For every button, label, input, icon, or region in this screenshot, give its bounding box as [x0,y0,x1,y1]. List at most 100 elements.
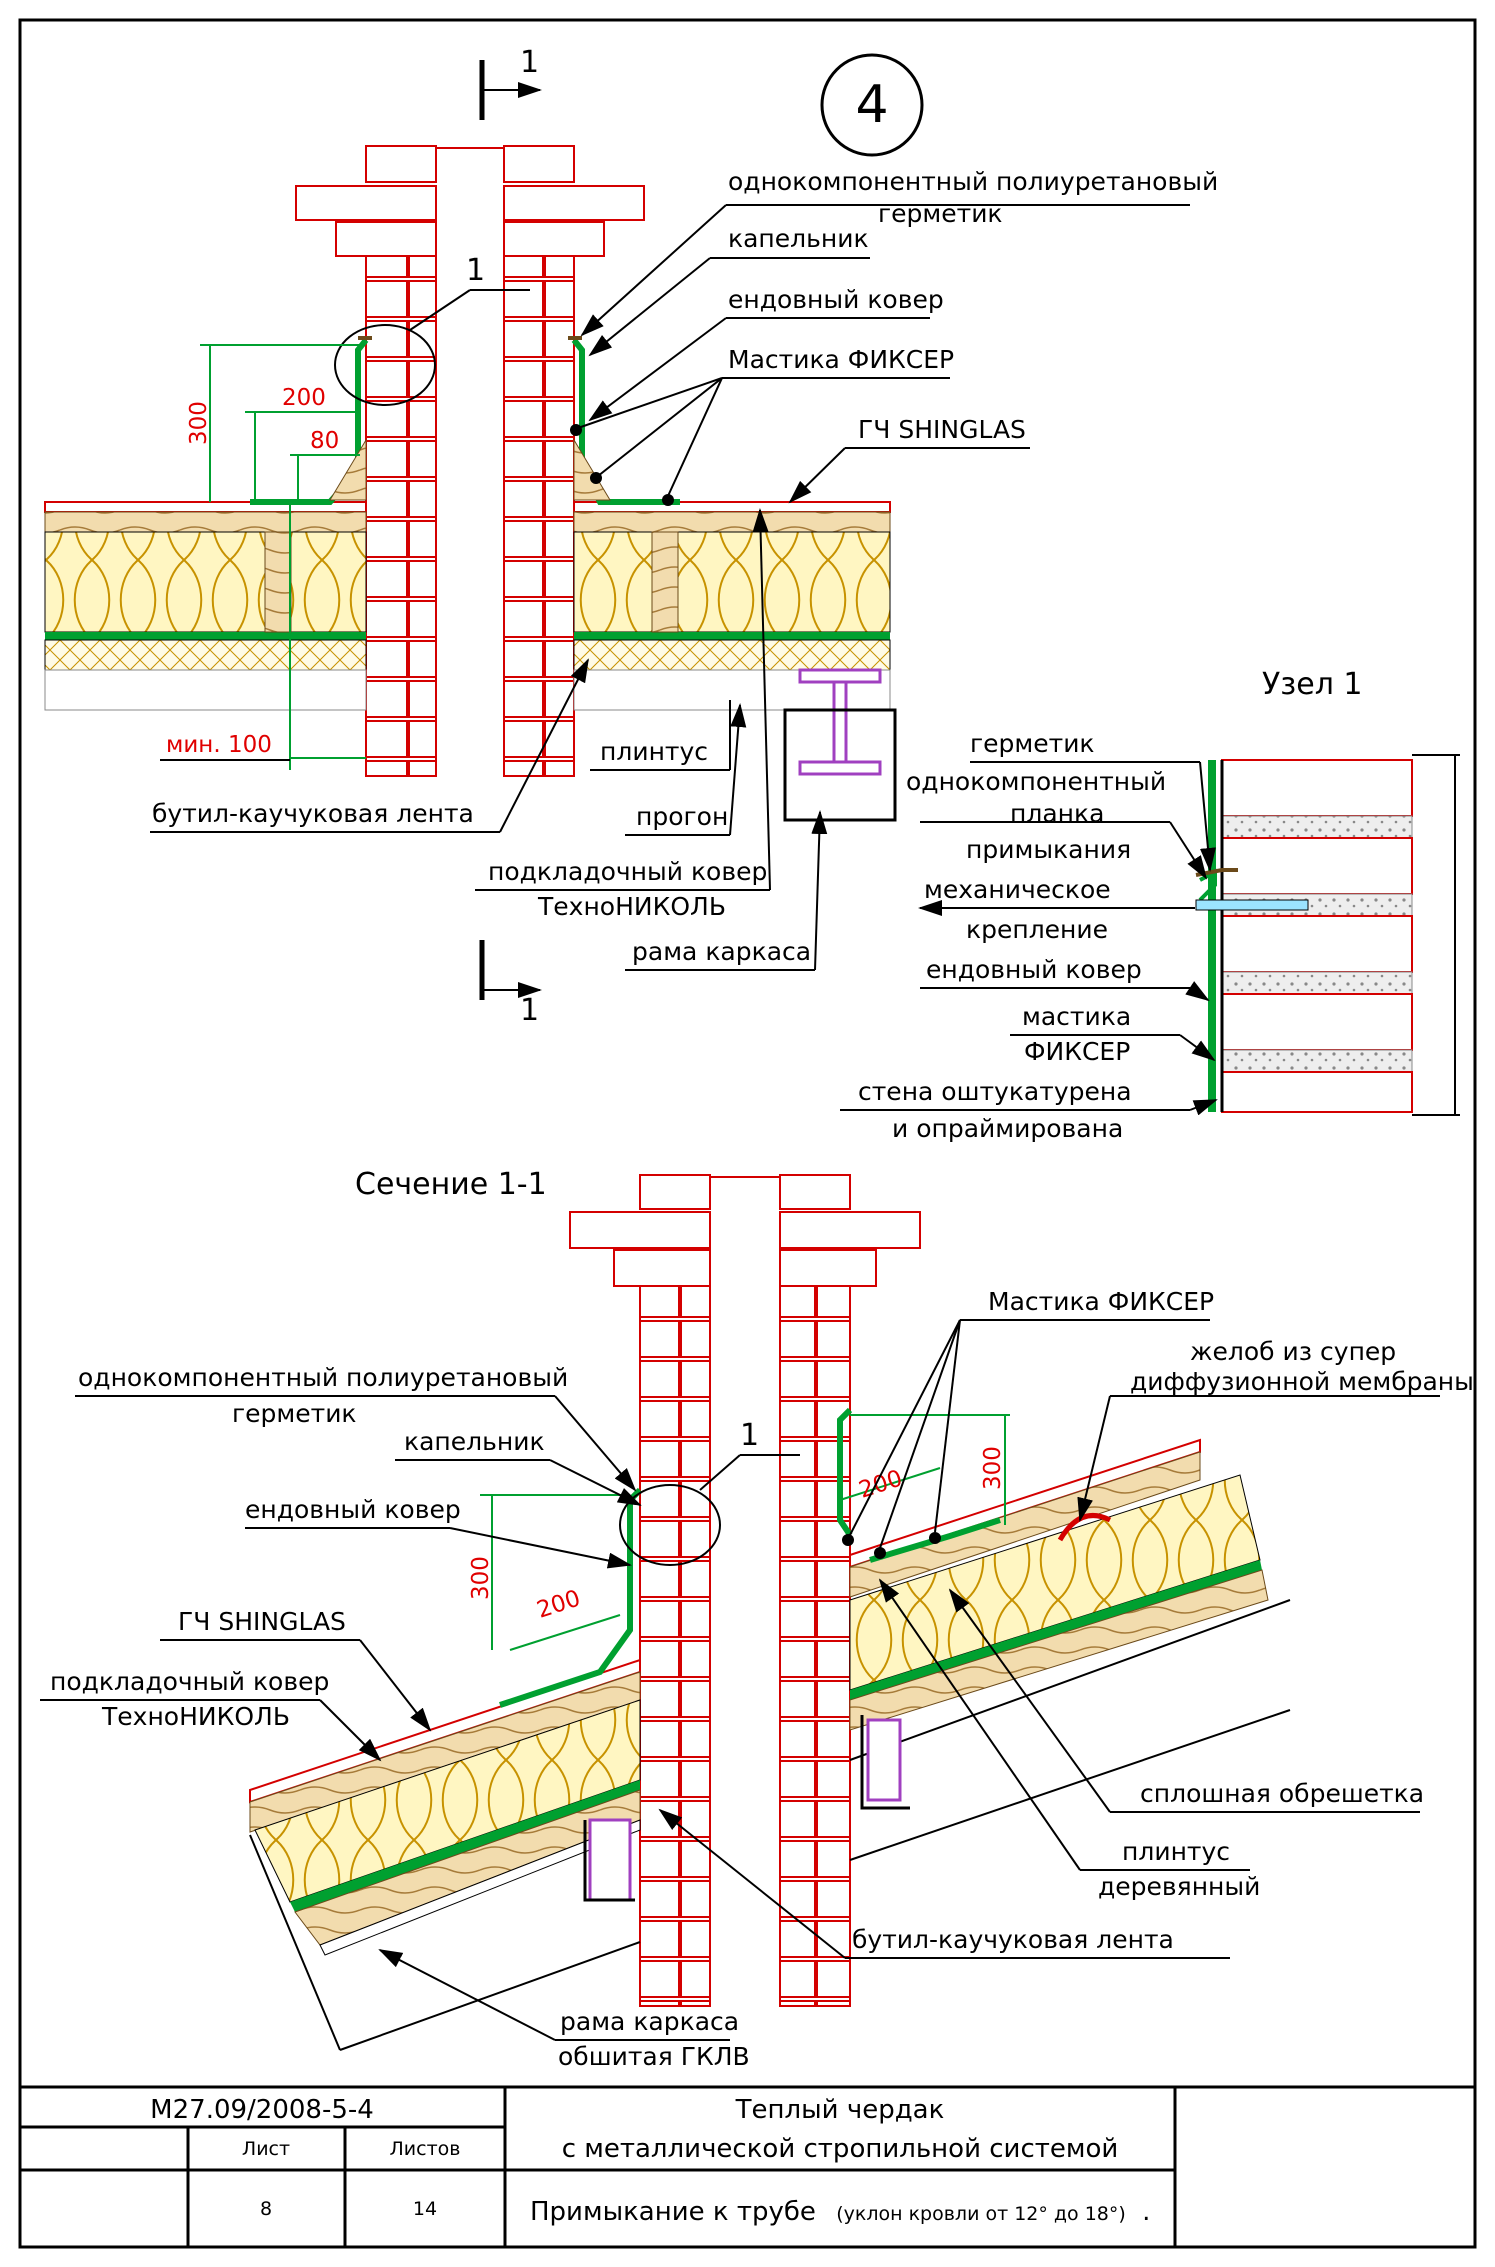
node1-title: Узел 1 [1262,667,1363,702]
node1-label-fix-1: механическое [924,875,1111,904]
node-number: 4 [855,75,888,135]
section-label-drip: капельник [404,1427,545,1456]
plan-label-shingles: ГЧ SHINGLAS [858,415,1026,444]
dim-300: 300 [186,401,212,445]
plan-label-underlay-1: подкладочный ковер [488,857,767,886]
section-ceiling-left [249,1834,341,2051]
section-label-decking: сплошная обрешетка [1140,1779,1424,1808]
section-label-gutter-1: желоб из супер [1190,1337,1396,1366]
cut-mark-top: 1 [479,45,542,120]
section-node1-ellipse [619,1484,721,1566]
tb-sheets: 14 [413,2198,437,2220]
node1-label-strip-2: планка [1010,799,1104,828]
section-label-gutter-2: диффузионной мембраны [1130,1367,1474,1396]
node1-brick-1 [1221,759,1413,817]
section-dim-left200: 200 [534,1585,584,1623]
plan-label-drip: капельник [728,224,869,253]
chimney-wall-right [503,255,575,777]
tb-subtitle-dot: . [1142,2197,1150,2227]
plan-leaders [150,204,1190,971]
plan-label-purlin: прогон [636,802,728,831]
section-label-frame-2: обшитая ГКЛВ [558,2042,750,2071]
section-roof-left [249,1658,641,1956]
plan-label-frame: рама каркаса [632,937,811,966]
section-roof-right [849,1438,1291,1810]
tb-sheet: 8 [260,2198,272,2220]
node1-label-mastic-2: ФИКСЕР [1024,1037,1130,1066]
plan-label-valley: ендовный ковер [728,285,944,314]
roof-left [44,501,367,711]
roof-right [573,501,897,822]
node1-reference-ellipse [334,324,436,406]
plan-label-plinth: плинтус [600,737,708,766]
node1-label-wall-1: стена оштукатурена [858,1077,1132,1106]
dim-min100: мин. 100 [166,732,272,758]
node1-mortar-4 [1221,1049,1413,1073]
node1-label-mastic-1: мастика [1022,1002,1131,1031]
sheet-frame [18,18,1477,2249]
plan-label-mastic: Мастика ФИКСЕР [728,345,954,374]
plan-label-sealant-1: однокомпонентный полиуретановый [728,167,1218,196]
plan-detail: 4 1 1 [44,45,1218,1028]
node1-label-sealant: герметик [970,729,1095,758]
node1-label-strip-1: однокомпонентный [906,767,1166,796]
node1-label-strip-3: примыкания [966,835,1131,864]
tb-subtitle: Примыкание к трубе (уклон кровли от 12° … [530,2197,1150,2227]
section-node1-label: 1 [740,1418,759,1453]
node1-reference-label: 1 [466,253,485,288]
cut-mark-bottom: 1 [479,940,542,1028]
section-label-frame-1: рама каркаса [560,2007,739,2036]
purlin-beam [798,668,882,684]
plan-label-underlay-2: ТехноНИКОЛЬ [537,892,726,921]
chimney-caps [295,145,645,257]
node1-brick-3 [1221,915,1413,973]
plan-label-butyl: бутил-каучуковая лента [152,799,474,828]
node1-mortar-3 [1221,971,1413,995]
node1-brick-2 [1221,837,1413,895]
section-label-plinth-1: плинтус [1122,1837,1230,1866]
section-chimney-right [779,1285,851,2007]
section-label-underlay-2: ТехноНИКОЛЬ [101,1702,290,1731]
dim-200: 200 [282,385,326,411]
node-number-circle [820,53,924,157]
node1-fastener [1195,899,1309,911]
section-ceiling-left-2 [339,1941,641,2051]
frame-profile [783,708,897,822]
node1-brick-5 [1221,1071,1413,1113]
cut-mark-top-label: 1 [520,45,539,80]
node1-detail: Узел 1 герметик однокомпонентный планка … [840,667,1460,1143]
dim-80: 80 [310,428,339,454]
plan-label-sealant-2: герметик [878,199,1003,228]
section-ceiling-right [849,1709,1291,1861]
node1-label-fix-2: крепление [966,915,1108,944]
tb-subtitle-note: (уклон кровли от 12° до 18°) [836,2203,1126,2225]
title-block: М27.09/2008-5-4 Лист Листов 8 14 Теплый … [20,2085,1475,2247]
section-label-sealant-2: герметик [232,1399,357,1428]
plan-dimensions [200,344,366,770]
section-leaders [40,1319,1440,2041]
section-label-plinth-2: деревянный [1098,1872,1260,1901]
tb-title-1: Теплый чердак [735,2095,945,2125]
section-dimensions [480,1414,1010,1651]
plan-flashing [250,338,680,505]
section-mastic-dots [842,1532,941,1559]
section-title: Сечение 1-1 [355,1167,547,1202]
node1-label-wall-2: и опраймирована [892,1114,1123,1143]
section-caps [569,1174,921,1287]
tb-code: М27.09/2008-5-4 [150,2095,374,2125]
tb-sheets-label: Листов [390,2138,461,2160]
section-dim-right300: 300 [980,1446,1006,1490]
section-detail: Сечение 1-1 [40,1167,1474,2071]
node1-mortar-1 [1221,815,1413,839]
node1-label-valley: ендовный ковер [926,955,1142,984]
section-label-shingles: ГЧ SHINGLAS [178,1607,346,1636]
section-label-valley: ендовный ковер [245,1495,461,1524]
tb-title-2: с металлической стропильной системой [562,2134,1119,2164]
tb-sheet-label: Лист [242,2138,290,2160]
cut-mark-bottom-label: 1 [520,993,539,1028]
chimney-wall-left [365,255,437,777]
tb-subtitle-main: Примыкание к трубе [530,2197,816,2227]
node1-strip [1198,868,1217,902]
section-label-mastic: Мастика ФИКСЕР [988,1287,1214,1316]
